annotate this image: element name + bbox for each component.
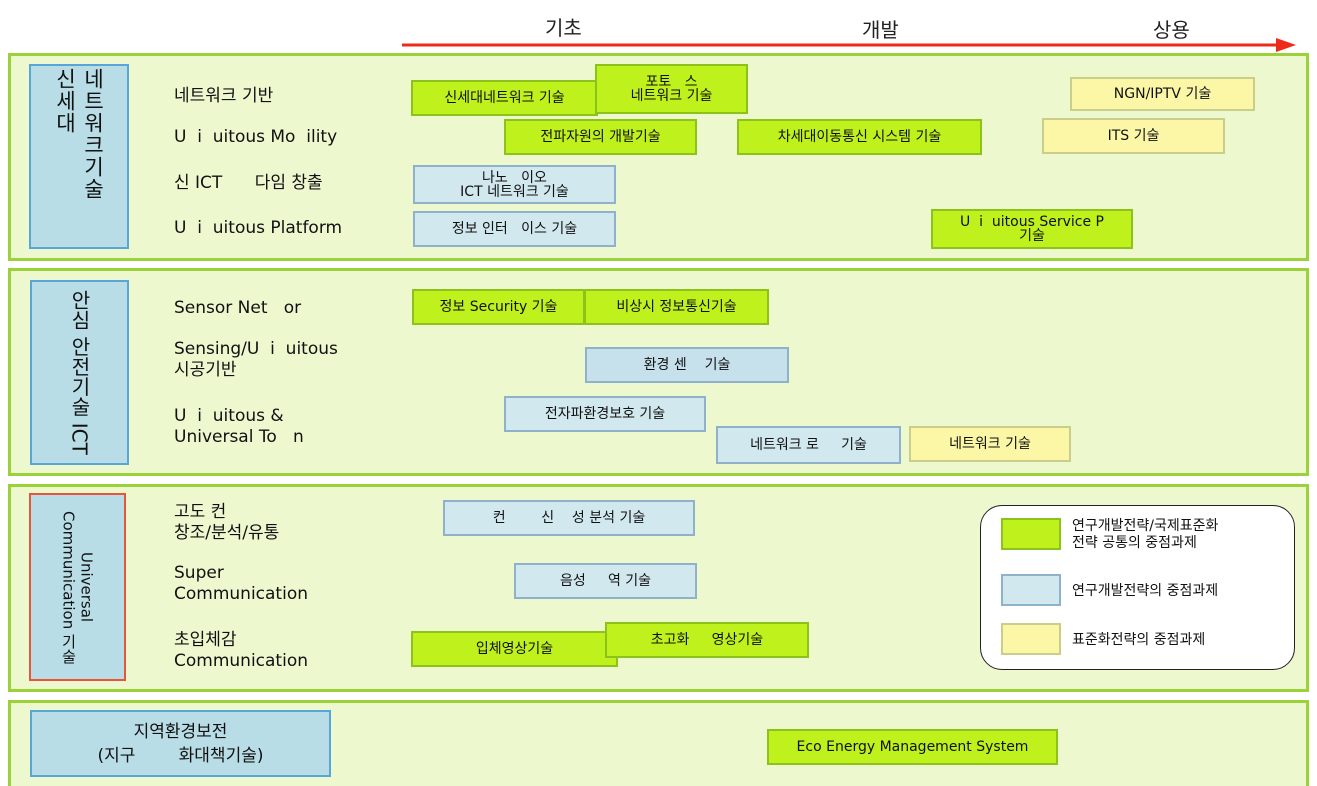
legend-swatch-rnd — [1001, 574, 1061, 606]
category-safety-ict: 안심 안전기술 ICT — [30, 280, 129, 465]
row-label-universal-town: U i uitous & Universal To n — [174, 406, 304, 447]
category-label: 안심 안전기술 ICT — [67, 290, 92, 455]
timeline-arrow — [402, 38, 1296, 52]
item-network-robot-tech: 네트워크 로 기술 — [716, 426, 901, 464]
phase-label-commercial: 상용 — [1153, 18, 1190, 42]
item-info-security-tech: 정보 Security 기술 — [412, 289, 585, 325]
category-universal-communication: Universal Communication 기술 — [29, 493, 126, 681]
phase-label-basic: 기초 — [545, 16, 582, 40]
row-label-content-creation: 고도 컨 창조/분석/유통 — [174, 502, 280, 543]
legend-label-common: 연구개발전략/국제표준화 전략 공통의 중점과제 — [1072, 518, 1219, 551]
item-3d-video-tech: 입체영상기술 — [411, 631, 618, 667]
item-ubiquitous-service-platform-tech: U i uitous Service P 기술 — [931, 209, 1133, 249]
legend-label-standardization: 표준화전략의 중점과제 — [1072, 632, 1206, 648]
row-label-ultra-realistic-communication: 초입체감 Communication — [174, 630, 308, 671]
item-network-tech: 네트워크 기술 — [909, 426, 1071, 462]
phase-label-development: 개발 — [862, 18, 899, 42]
legend-swatch-common — [1001, 518, 1061, 550]
row-label-super-communication: Super Communication — [174, 563, 308, 604]
row-label-sensing-ubiquitous: Sensing/U i uitous 시공기반 — [174, 339, 338, 380]
category-label: 지역환경보전 (지구 화대책기술) — [97, 721, 264, 766]
item-environment-sensor-tech: 환경 센 기술 — [585, 347, 789, 383]
category-regional-environment: 지역환경보전 (지구 화대책기술) — [30, 710, 331, 777]
legend-swatch-standardization — [1001, 623, 1061, 655]
item-eco-energy-management-system: Eco Energy Management System — [767, 729, 1058, 765]
row-label-ubiquitous-mobility: U i uitous Mo ility — [174, 127, 338, 147]
category-label: Universal Communication 기술 — [59, 510, 96, 664]
item-ngn-iptv-tech: NGN/IPTV 기술 — [1070, 77, 1255, 111]
item-info-interface-tech: 정보 인터 이스 기술 — [413, 211, 616, 247]
item-speech-translation-tech: 음성 역 기술 — [514, 563, 697, 599]
item-next-gen-network-tech: 신세대네트워크 기술 — [411, 80, 598, 116]
category-next-gen-network: 네트워크기술 신세대 — [29, 64, 129, 249]
item-nano-bio-ict-network-tech: 나노 이오 ICT 네트워크 기술 — [413, 165, 616, 204]
item-content-analysis-tech: 컨 신 성 분석 기술 — [443, 500, 695, 536]
category-label: 네트워크기술 신세대 — [53, 67, 105, 200]
item-photonics-network-tech: 포토 스 네트워크 기술 — [595, 64, 748, 114]
row-label-network-base: 네트워크 기반 — [174, 86, 274, 106]
row-label-new-ict-paradigm: 신 ICT 다임 창출 — [174, 173, 323, 193]
item-next-gen-mobile-system-tech: 차세대이동통신 시스템 기술 — [737, 119, 982, 155]
item-radio-resource-tech: 전파자원의 개발기술 — [504, 119, 697, 155]
item-emf-protection-tech: 전자파환경보호 기술 — [504, 396, 706, 432]
row-label-ubiquitous-platform: U i uitous Platform — [174, 218, 343, 238]
legend-label-rnd: 연구개발전략의 중점과제 — [1072, 583, 1219, 599]
item-ultra-hd-video-tech: 초고화 영상기술 — [605, 622, 809, 658]
item-emergency-ict-tech: 비상시 정보통신기술 — [584, 289, 769, 325]
item-its-tech: ITS 기술 — [1042, 118, 1225, 154]
row-label-sensor-network: Sensor Net or — [174, 298, 302, 318]
